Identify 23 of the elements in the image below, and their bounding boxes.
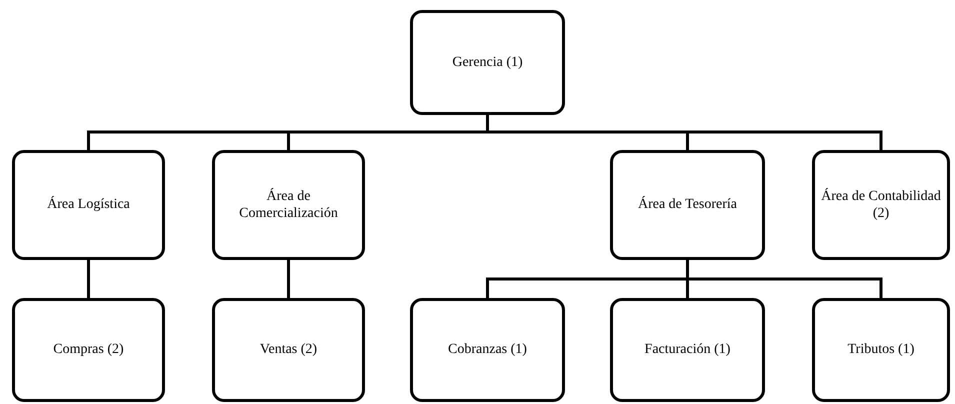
connector-line xyxy=(486,115,882,150)
org-box xyxy=(812,298,950,402)
box-label: Ventas (2) xyxy=(260,341,318,359)
org-box xyxy=(12,150,165,260)
box-label: Compras (2) xyxy=(53,341,124,359)
box-label: Área de Contabilidad (2) xyxy=(820,188,942,222)
org-box xyxy=(410,10,565,115)
box-label: Cobranzas (1) xyxy=(448,341,527,359)
box-label: Tributos (1) xyxy=(848,341,914,359)
org-box xyxy=(212,298,365,402)
connector-line xyxy=(287,260,290,298)
org-box xyxy=(212,150,365,260)
org-box xyxy=(610,298,765,402)
org-box xyxy=(610,150,765,260)
box-label: Área Logística xyxy=(47,196,130,214)
box-label: Área de Comercialización xyxy=(238,188,339,222)
connector-line xyxy=(87,260,90,298)
org-box xyxy=(812,150,950,260)
org-box xyxy=(410,298,565,402)
box-label: Área de Tesorería xyxy=(638,196,738,214)
box-label: Gerencia (1) xyxy=(452,54,523,72)
box-label: Facturación (1) xyxy=(644,341,730,359)
org-box xyxy=(12,298,165,402)
